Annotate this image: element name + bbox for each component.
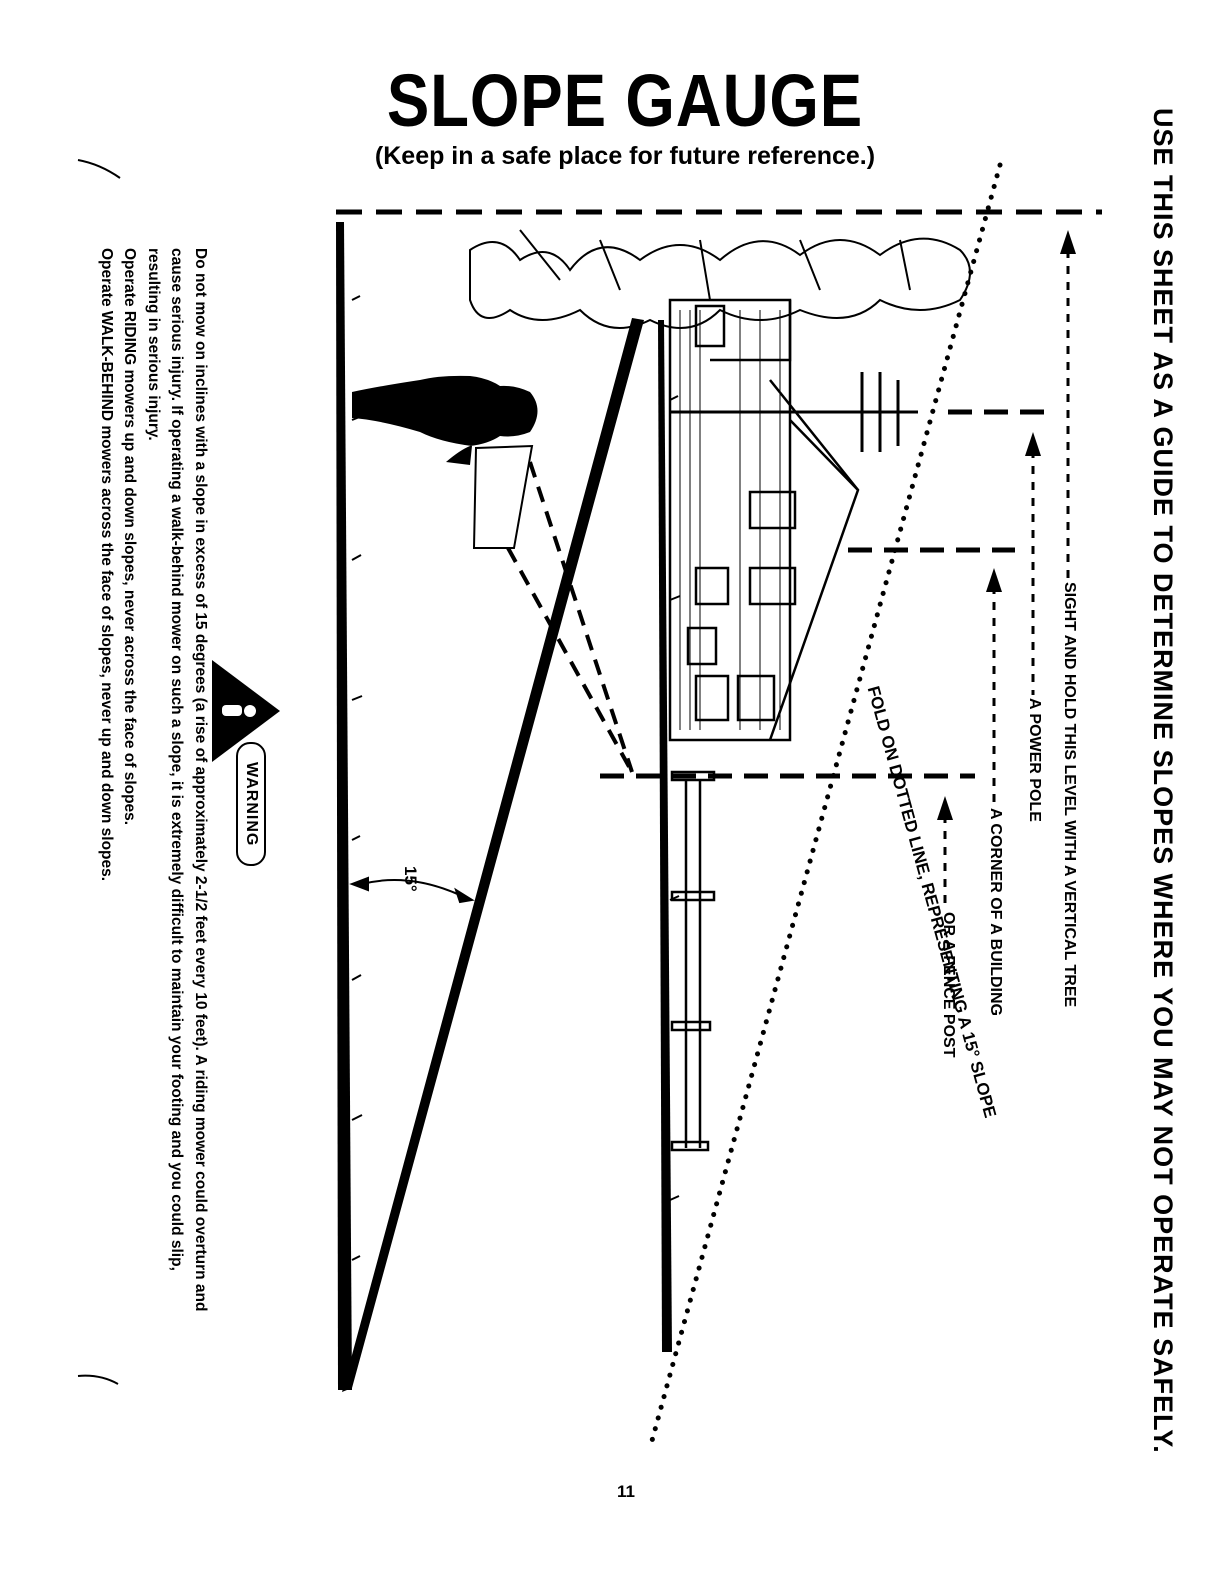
warning-badge: WARNING bbox=[236, 742, 266, 867]
slope-ground-line bbox=[342, 318, 644, 1392]
arrow-up-icon bbox=[937, 796, 953, 820]
sight-line-upper bbox=[528, 461, 634, 773]
warning-label: WARNING bbox=[236, 742, 266, 867]
warning-paragraph: Do not mow on inclines with a slope in e… bbox=[145, 248, 209, 1312]
angle-marker bbox=[349, 876, 475, 904]
warning-triangle-icon bbox=[212, 660, 280, 762]
label-building-corner: A CORNER OF A BUILDING bbox=[987, 808, 1004, 1016]
warning-rule-riding: Operate RIDING mowers up and down slopes… bbox=[121, 248, 139, 826]
fence bbox=[670, 770, 716, 1152]
slope-sheet-in-hand bbox=[472, 444, 534, 549]
house bbox=[668, 298, 860, 742]
page-number: 11 bbox=[617, 1482, 635, 1501]
arrow-up-icon bbox=[986, 568, 1002, 592]
page-subtitle: (Keep in a safe place for future referen… bbox=[374, 142, 876, 170]
sloped-horizon-line bbox=[658, 320, 672, 1352]
house-siding bbox=[679, 310, 781, 730]
side-heading: USE THIS SHEET AS A GUIDE TO DETERMINE S… bbox=[1148, 108, 1178, 1454]
label-vertical-tree: SIGHT AND HOLD THIS LEVEL WITH A VERTICA… bbox=[1061, 582, 1078, 1008]
tree-foliage bbox=[469, 229, 971, 329]
angle-label: 15° bbox=[401, 866, 420, 892]
warning-text: Do not mow on inclines with a slope in e… bbox=[95, 248, 213, 1328]
page-title: SLOPE GAUGE bbox=[386, 59, 864, 142]
label-power-pole: A POWER POLE bbox=[1026, 698, 1043, 822]
fold-dotted-line bbox=[647, 162, 1003, 1451]
sight-line-lower bbox=[506, 547, 634, 773]
level-ground-line bbox=[336, 222, 352, 1390]
arrow-up-icon bbox=[1025, 432, 1041, 456]
arrow-up-icon bbox=[1060, 230, 1076, 254]
person-silhouette bbox=[352, 375, 538, 549]
warning-rule-walk: Operate WALK-BEHIND mowers across the fa… bbox=[98, 248, 115, 882]
